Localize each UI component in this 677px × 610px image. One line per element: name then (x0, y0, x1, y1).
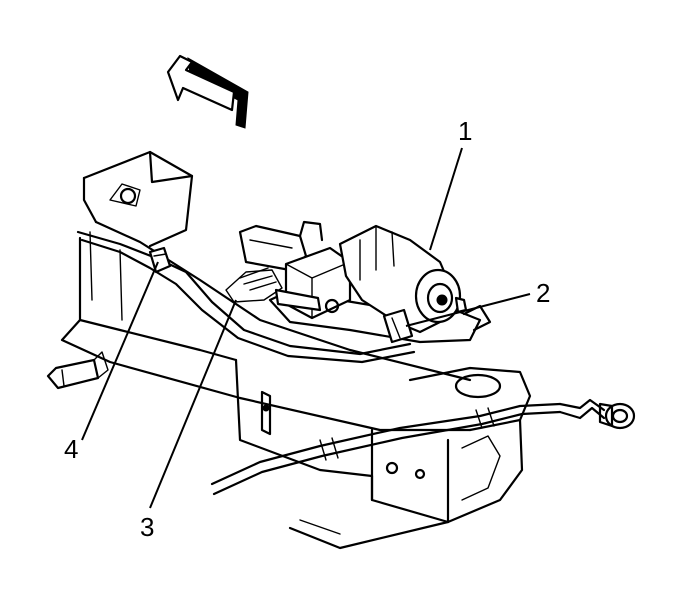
callout-leaders (81, 147, 531, 509)
callout-labels: 1 2 3 4 (64, 116, 550, 542)
callout-leader-3 (149, 299, 237, 509)
harness-clip (148, 246, 172, 274)
frame-crossmember (60, 150, 532, 550)
callout-leader-1 (429, 147, 463, 251)
callout-label-3: 3 (140, 512, 154, 542)
wiring-harness (76, 230, 606, 496)
callout-label-1: 1 (458, 116, 472, 146)
mounting-bolt (46, 351, 109, 390)
direction-arrow-icon (166, 54, 249, 129)
callout-leader-4 (81, 261, 159, 441)
motor-assembly (268, 220, 492, 344)
callout-label-4: 4 (64, 434, 78, 464)
harness-grommet (598, 402, 636, 430)
callout-leader-2 (405, 293, 531, 327)
connector-bracket (225, 224, 308, 303)
callout-label-2: 2 (536, 278, 550, 308)
